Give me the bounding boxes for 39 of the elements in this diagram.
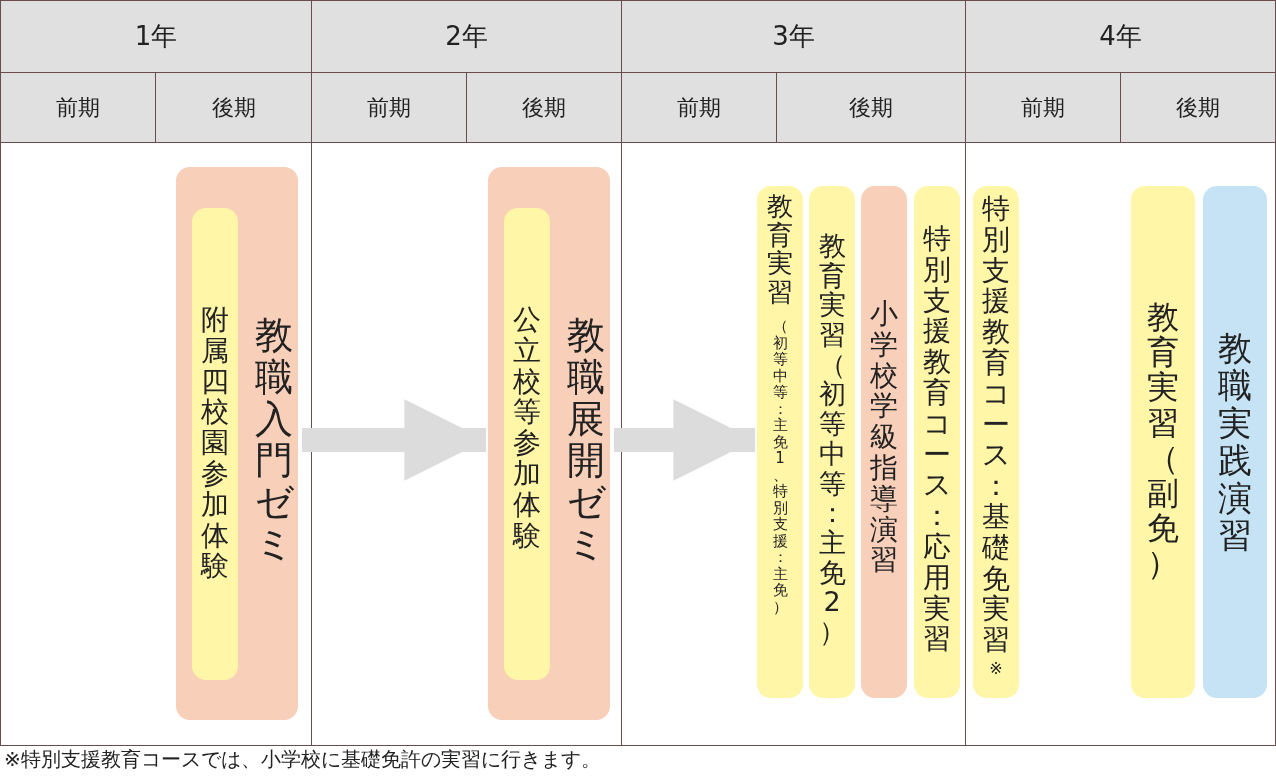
year-header-cell: 2年 — [311, 0, 622, 73]
rounded-bar — [914, 186, 960, 698]
rounded-bar — [861, 186, 907, 698]
term-header-cell: 後期 — [466, 72, 622, 143]
rounded-bar — [757, 186, 803, 698]
year-header-cell: 3年 — [621, 0, 966, 73]
rounded-bar — [192, 208, 238, 680]
footnote: ※特別支援教育コースでは、小学校に基礎免許の実習に行きます。 — [4, 746, 601, 773]
bar-label: 教職展開ゼミ — [567, 315, 605, 566]
term-header-cell: 前期 — [0, 72, 156, 143]
rounded-bar — [973, 186, 1019, 698]
bar-label: 特別支援教育コース：基礎免実習 — [982, 194, 1010, 656]
rounded-bar — [1203, 186, 1267, 698]
term-header-cell: 前期 — [311, 72, 467, 143]
bar-label: 公立校等参加体験 — [513, 305, 541, 552]
bar-label: 小学校学級指導演習 — [870, 299, 898, 577]
term-header-cell: 前期 — [621, 72, 777, 143]
rounded-bar — [504, 208, 550, 680]
bar-note: （初等中等：主免1、特別支援：主免） — [772, 318, 788, 616]
year-header-cell: 4年 — [965, 0, 1276, 73]
bar-label: 教育実習（副免） — [1147, 300, 1179, 582]
rounded-bar — [809, 186, 855, 698]
seminar-bar — [488, 167, 610, 720]
bar-label: 教職実践演習 — [1218, 330, 1252, 555]
block-arrow — [614, 399, 755, 481]
bar-label: 教育実習 — [767, 192, 793, 307]
term-header-cell: 後期 — [155, 72, 312, 143]
year-header-cell: 1年 — [0, 0, 312, 73]
bar-label: 特別支援教育コース：応用実習 — [923, 224, 951, 656]
rounded-bar — [1131, 186, 1195, 698]
bar-note: ※ — [988, 659, 1004, 678]
term-header-cell: 前期 — [965, 72, 1121, 143]
bar-label: 附属四校園参加体験 — [201, 305, 229, 583]
block-arrow — [302, 399, 486, 481]
seminar-bar — [176, 167, 298, 720]
bar-label: 教職入門ゼミ — [255, 315, 293, 566]
term-header-cell: 後期 — [1120, 72, 1276, 143]
bar-label: 教育実習（初等中等：主免2） — [818, 231, 846, 647]
term-header-cell: 後期 — [776, 72, 966, 143]
